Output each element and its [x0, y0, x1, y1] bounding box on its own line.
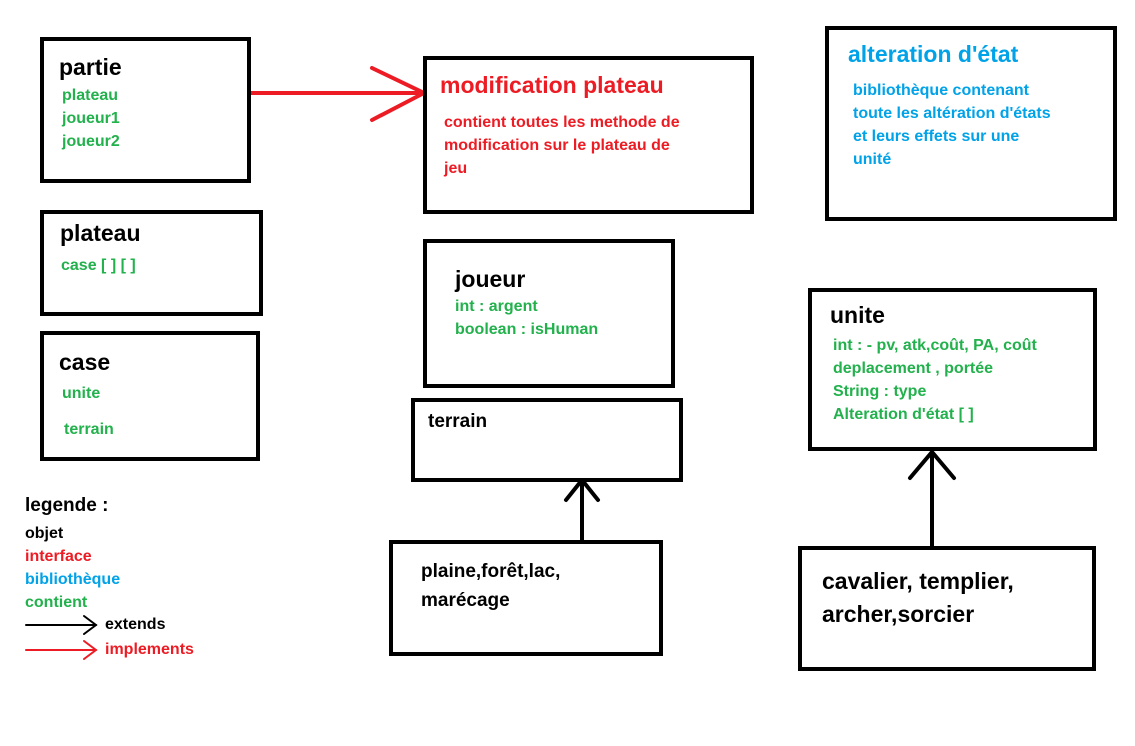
plateau-field-case: case [ ] [ ] — [61, 257, 136, 274]
joueur-box — [423, 239, 675, 388]
alteration-desc-line2: toute les altération d'états — [853, 105, 1051, 122]
terrain-title: terrain — [428, 411, 488, 432]
terrain-subclasses-line1: plaine,forêt,lac, — [421, 561, 561, 582]
joueur-field-argent: int : argent — [455, 298, 538, 315]
legend-implements-label: implements — [105, 641, 194, 658]
partie-field-joueur2: joueur2 — [62, 133, 120, 150]
case-field-unite: unite — [62, 385, 101, 402]
alteration-desc-line4: unité — [853, 151, 892, 168]
legend-objet: objet — [25, 525, 64, 542]
case-title: case — [59, 349, 111, 375]
unite-subclasses-line1: cavalier, templier, — [822, 568, 1014, 594]
terrain-subclasses-box — [389, 540, 663, 656]
modification-plateau-title: modification plateau — [440, 72, 664, 98]
alteration-etat-box — [825, 26, 1117, 221]
modification-plateau-box — [423, 56, 754, 214]
unite-subclasses-line2: archer,sorcier — [822, 601, 975, 627]
modification-desc-line1: contient toutes les methode de — [444, 114, 680, 131]
alteration-etat-title: alteration d'état — [848, 41, 1019, 67]
legend-implements-arrow — [25, 640, 98, 660]
unite-field-type: String : type — [833, 383, 927, 400]
joueur-title: joueur — [455, 266, 526, 292]
joueur-field-ishuman: boolean : isHuman — [455, 321, 599, 338]
legend-bibliotheque: bibliothèque — [25, 571, 121, 588]
plateau-box — [40, 210, 263, 316]
partie-field-plateau: plateau — [62, 87, 119, 104]
unite-title: unite — [830, 302, 885, 328]
unite-box — [808, 288, 1097, 451]
plateau-title: plateau — [60, 220, 141, 246]
partie-box — [40, 37, 251, 183]
alteration-desc-line3: et leurs effets sur une — [853, 128, 1020, 145]
case-field-terrain: terrain — [64, 421, 114, 438]
implements-arrow-partie-modification — [248, 66, 429, 122]
case-box — [40, 331, 260, 461]
unite-field-alteration: Alteration d'état [ ] — [833, 406, 974, 423]
legend-interface: interface — [25, 548, 92, 565]
extends-arrow-terrain — [564, 476, 600, 544]
extends-arrow-unite — [908, 448, 956, 550]
partie-title: partie — [59, 54, 122, 80]
partie-field-joueur1: joueur1 — [62, 110, 120, 127]
terrain-box — [411, 398, 683, 482]
legend-extends-arrow — [25, 615, 98, 635]
legend-extends-label: extends — [105, 616, 166, 633]
legend-contient: contient — [25, 594, 88, 611]
unite-field-stats: int : - pv, atk,coût, PA, coût — [833, 337, 1037, 354]
modification-desc-line2: modification sur le plateau de — [444, 137, 670, 154]
unite-subclasses-box — [798, 546, 1096, 671]
alteration-desc-line1: bibliothèque contenant — [853, 82, 1029, 99]
legend-title: legende : — [25, 495, 109, 516]
terrain-subclasses-line2: marécage — [421, 590, 510, 611]
unite-field-deplacement: deplacement , portée — [833, 360, 994, 377]
modification-desc-line3: jeu — [444, 160, 468, 177]
